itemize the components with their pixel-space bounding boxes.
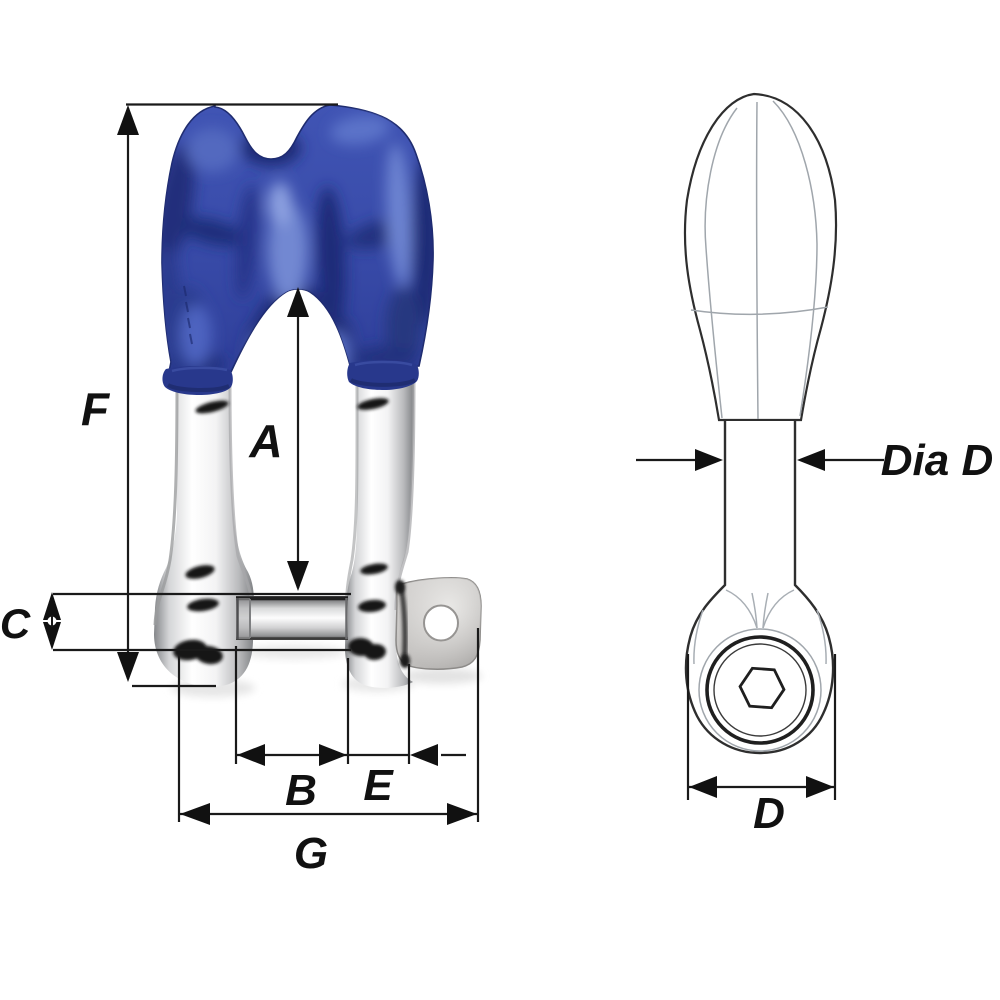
side-view: Dia D D xyxy=(636,92,993,838)
right-leg-outer-edge xyxy=(344,377,359,621)
arrow-A-down xyxy=(287,561,309,591)
arrow-G-right xyxy=(447,803,477,825)
left-leg-inner-edge xyxy=(228,379,255,616)
thimble-cuffs xyxy=(162,360,419,395)
detail-shape xyxy=(186,128,238,172)
eye-gussets xyxy=(693,589,827,665)
smudge xyxy=(357,398,389,410)
left-cuff-highlight xyxy=(171,366,228,373)
flare-left-chamfer xyxy=(693,609,704,665)
contour-left xyxy=(704,107,738,419)
arrow-D-left xyxy=(689,776,717,798)
arrow-F-down xyxy=(117,652,139,682)
dim-label-D: D xyxy=(753,789,785,838)
dim-label-F: F xyxy=(81,383,111,435)
shadow-pin-head xyxy=(402,668,482,684)
arrow-A-up xyxy=(287,287,309,317)
eye-recess-circle xyxy=(698,628,822,752)
contour-seam xyxy=(690,306,829,316)
contour-center xyxy=(755,101,759,420)
smudge xyxy=(187,598,219,612)
thimble-side-outline xyxy=(683,92,838,422)
detail-shape xyxy=(235,184,259,300)
detail-shape xyxy=(178,217,246,247)
dim-label-C: C xyxy=(0,600,31,647)
gusset-right-inner xyxy=(762,592,769,629)
blue-thimble xyxy=(161,104,434,395)
dim-label-diaD: Dia D xyxy=(881,436,993,485)
detail-shape xyxy=(187,317,191,329)
shadow-under-pin xyxy=(245,645,345,659)
front-view: F A C B E G xyxy=(0,103,482,878)
detail-shape xyxy=(268,202,308,302)
arrow-B-left xyxy=(237,744,265,766)
arrow-diaD-right xyxy=(695,449,723,471)
detail-shape xyxy=(386,143,412,287)
molded-text-mark xyxy=(183,285,193,345)
detail-shape xyxy=(268,182,292,226)
arrow-D-right xyxy=(806,776,834,798)
clevis-pin xyxy=(236,596,348,640)
detail-shape xyxy=(245,322,267,372)
gusset-left-outer xyxy=(725,589,758,629)
detail-shape xyxy=(189,333,193,345)
front-dimension-arrows xyxy=(43,105,477,825)
pin-head-inner-circle xyxy=(713,643,807,737)
flare-right-chamfer xyxy=(816,609,827,665)
smudge xyxy=(185,565,215,579)
smudge xyxy=(195,400,229,414)
dim-label-A: A xyxy=(248,415,282,467)
arrow-C-down xyxy=(43,622,61,650)
arrow-B-right xyxy=(319,744,347,766)
smudge xyxy=(358,599,386,613)
contour-right xyxy=(772,100,818,417)
detail-shape xyxy=(316,186,346,330)
hex-socket xyxy=(738,666,786,710)
pin-head-tab xyxy=(395,577,482,670)
right-cuff-highlight xyxy=(354,360,413,367)
detail-shape xyxy=(185,301,189,313)
left-cuff-bottom-shade xyxy=(166,383,230,392)
arrow-diaD-left xyxy=(797,449,825,471)
detail-shape xyxy=(183,285,187,297)
detail-shape xyxy=(249,333,275,372)
detail-shape xyxy=(330,115,390,145)
right-cuff-bottom-shade xyxy=(349,378,416,387)
dim-label-G: G xyxy=(294,829,328,878)
gusset-left-inner xyxy=(751,592,758,629)
arrow-C-up xyxy=(43,592,61,620)
side-dimension-arrows xyxy=(689,449,834,798)
detail-shape xyxy=(241,130,301,166)
arrow-F-up xyxy=(117,105,139,135)
dim-label-E: E xyxy=(363,761,394,810)
arrow-E-right-outside xyxy=(410,744,438,766)
smudge xyxy=(360,563,388,575)
left-leg xyxy=(154,380,254,687)
detail-shape xyxy=(180,305,212,365)
thimble-side-contours xyxy=(690,100,829,420)
pin-end-cap xyxy=(236,598,250,639)
pin-head-crease-top xyxy=(395,580,405,594)
arrow-G-left xyxy=(180,803,210,825)
smudge xyxy=(364,643,386,661)
gusset-right-outer xyxy=(762,589,795,629)
pin-head-hole xyxy=(423,604,459,642)
pin-head-crease-bottom xyxy=(400,654,410,668)
left-leg-outer-edge xyxy=(153,379,179,626)
pin-body xyxy=(236,596,348,640)
dim-label-B: B xyxy=(285,766,317,815)
front-dimension-lines xyxy=(53,103,480,822)
